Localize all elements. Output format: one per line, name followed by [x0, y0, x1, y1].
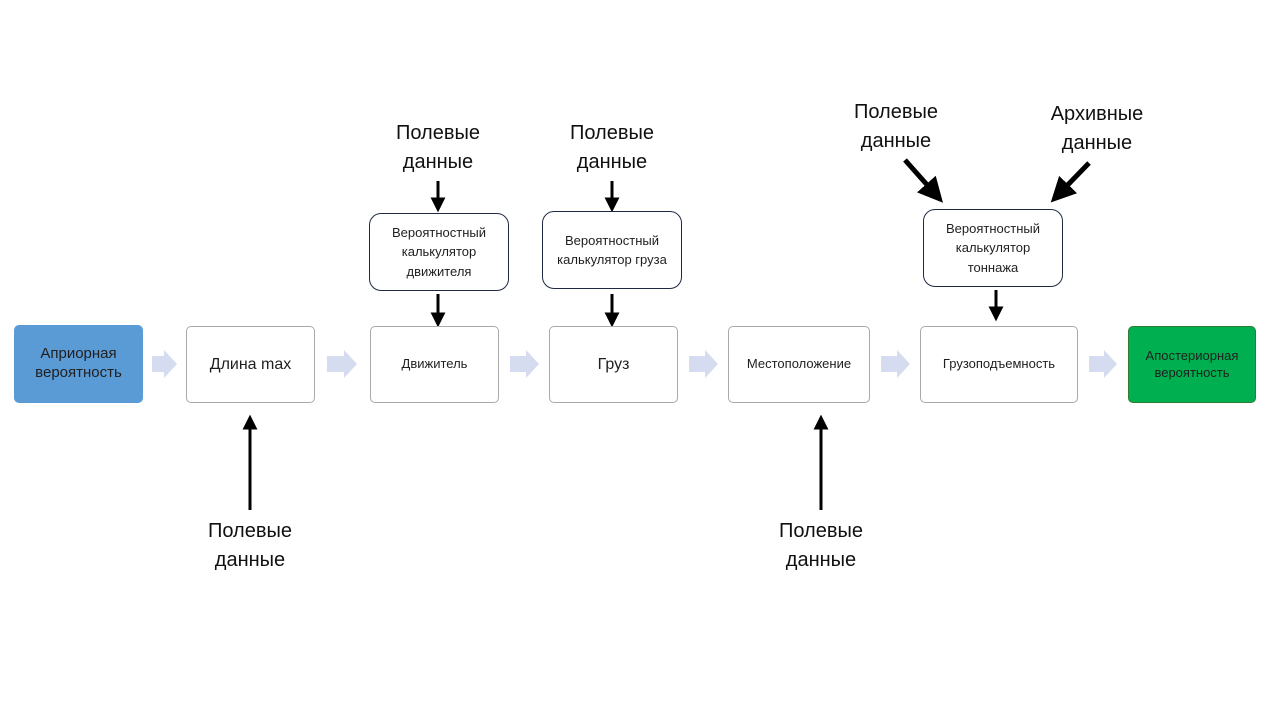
node-location-label: Местоположение	[746, 356, 852, 372]
input-label-field-data-tonnage: Полевые данные	[854, 101, 938, 152]
input-label-field-data-location: Полевые данные	[779, 520, 863, 571]
node-length-max: Длина max	[186, 326, 315, 403]
node-propulsion: Движитель	[370, 326, 499, 403]
node-prior-probability: Априорная вероятность	[14, 325, 143, 403]
data-arrow	[1050, 161, 1091, 203]
calculator-tonnage: Вероятностный калькулятор тоннажа	[923, 209, 1063, 287]
input-label-field-data-length: Полевые данные	[208, 520, 292, 571]
calculator-cargo: Вероятностный калькулятор груза	[542, 211, 682, 289]
node-capacity-label: Грузоподъемность	[942, 356, 1056, 372]
node-prior-probability-label: Априорная вероятность	[35, 345, 122, 381]
node-length-max-label: Длина max	[209, 355, 292, 373]
calculator-cargo-label: Вероятностный калькулятор груза	[557, 232, 667, 268]
input-label-field-data-propulsion: Полевые данные	[396, 122, 480, 173]
flow-arrow	[689, 350, 718, 378]
node-cargo: Груз	[549, 326, 678, 403]
flow-arrow	[510, 350, 539, 378]
node-posterior-probability-label: Апостериорная вероятность	[1145, 348, 1239, 380]
input-label-archive-data: Архивные данные	[1050, 103, 1144, 154]
calculator-tonnage-label: Вероятностный калькулятор тоннажа	[945, 220, 1040, 275]
input-label-field-data-cargo: Полевые данные	[570, 122, 654, 173]
data-arrow	[903, 158, 943, 203]
flow-arrow	[327, 350, 357, 378]
calculator-propulsion-label: Вероятностный калькулятор движителя	[391, 224, 486, 279]
node-location: Местоположение	[728, 326, 870, 403]
flow-arrow	[152, 350, 177, 378]
flow-arrow	[881, 350, 910, 378]
node-cargo-label: Груз	[597, 355, 630, 373]
calculator-propulsion: Вероятностный калькулятор движителя	[369, 213, 509, 291]
node-posterior-probability: Апостериорная вероятность	[1128, 326, 1256, 403]
node-propulsion-label: Движитель	[401, 356, 468, 372]
node-capacity: Грузоподъемность	[920, 326, 1078, 403]
flow-arrow	[1089, 350, 1117, 378]
